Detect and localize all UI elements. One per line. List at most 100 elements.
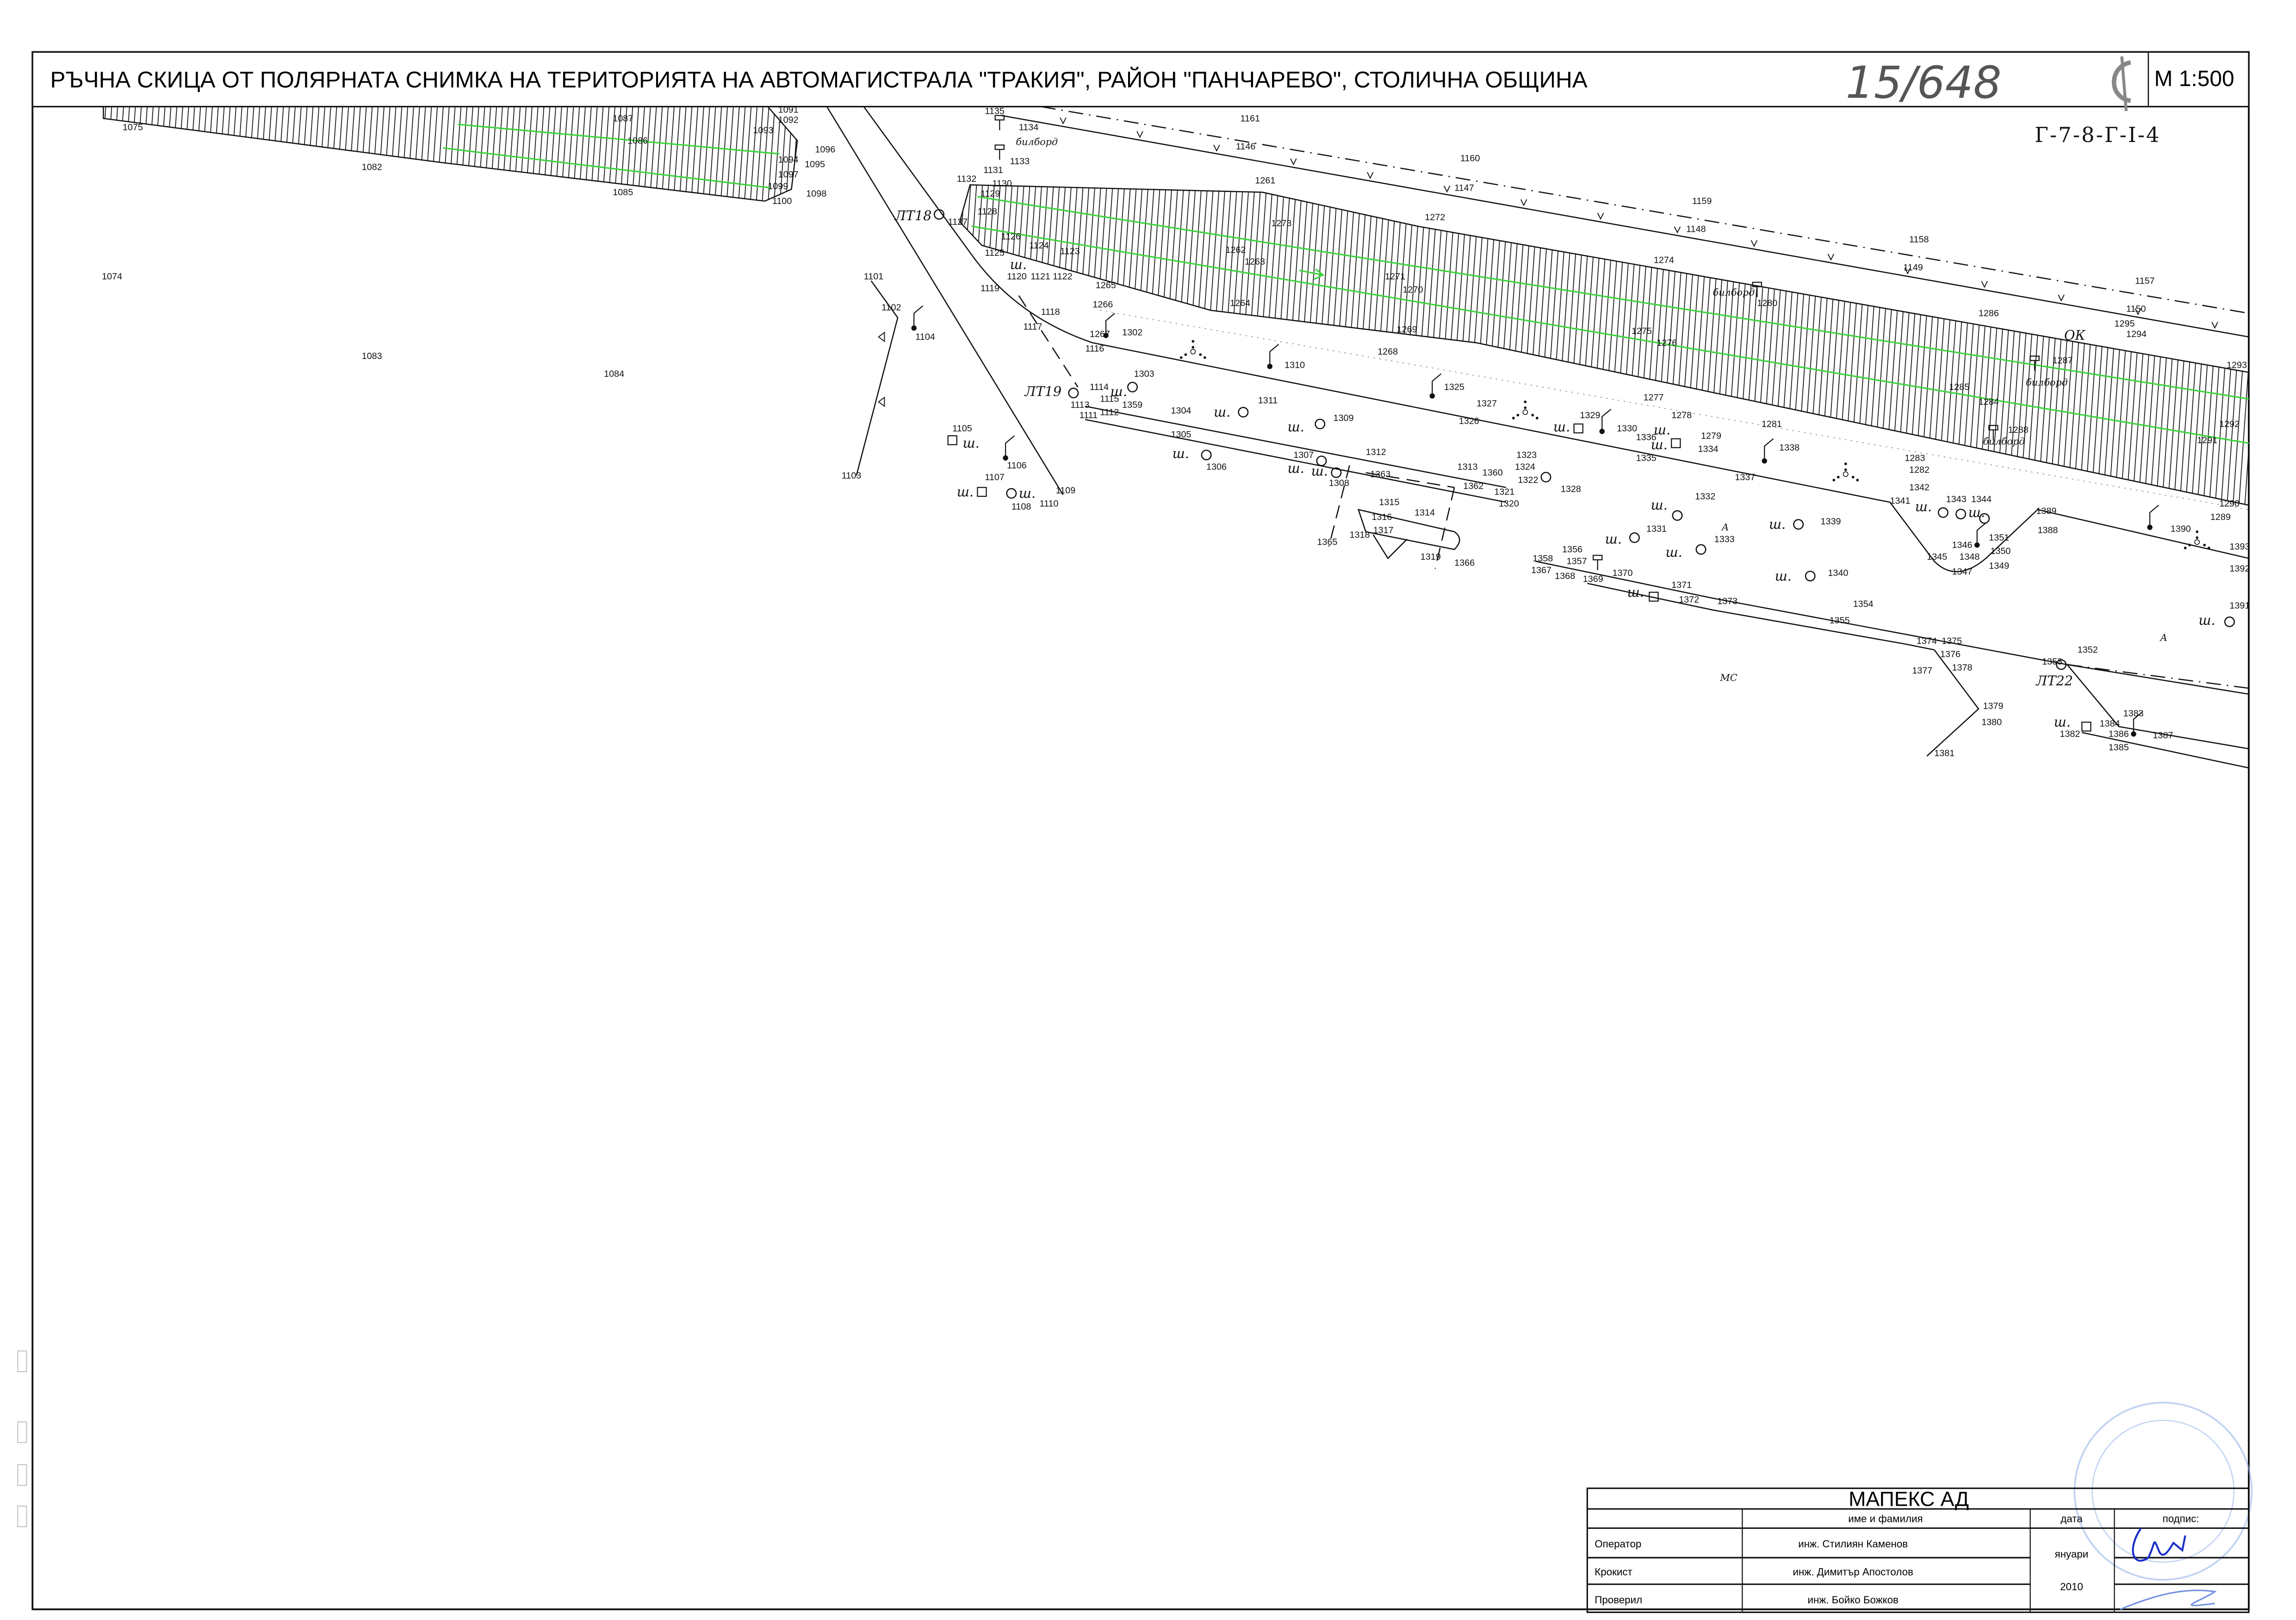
square-manhole-icon	[2081, 722, 2091, 732]
point-number-label: 1311	[1258, 396, 1278, 406]
point-number-label: 1074	[102, 272, 122, 282]
point-number-label: 1263	[1245, 257, 1265, 267]
point-number-label: 1340	[1828, 568, 1848, 578]
point-number-label: 1285	[1949, 382, 1969, 392]
point-number-label: 1324	[1515, 462, 1535, 472]
point-number-label: 1303	[1134, 369, 1154, 379]
point-number-label: 1360	[1483, 468, 1503, 478]
manhole-abbr-label: ш.	[1605, 531, 1622, 547]
column-header-name: име и фамилия	[1848, 1513, 1923, 1525]
manhole-circle-icon	[1955, 508, 1967, 519]
point-number-label: 1286	[1979, 309, 1999, 319]
manhole-abbr-label: ш.	[2198, 612, 2215, 628]
point-number-label: 1287	[2052, 356, 2073, 366]
point-number-label: 1354	[1853, 599, 1874, 609]
manhole-circle-icon	[1805, 570, 1816, 581]
manhole-circle-icon	[1127, 382, 1138, 393]
point-number-label: 1283	[1905, 453, 1925, 463]
point-number-label: 1371	[1671, 580, 1692, 590]
point-number-label: 1111	[1080, 410, 1098, 420]
point-number-label: 1312	[1366, 447, 1386, 458]
point-number-label: 1277	[1644, 392, 1664, 402]
point-number-label: 1134	[1019, 123, 1039, 133]
billboard-sign-icon	[1592, 555, 1603, 570]
square-manhole-icon	[1671, 438, 1681, 448]
point-number-label: 1103	[842, 471, 862, 481]
point-number-label: 1318	[1350, 530, 1370, 540]
point-number-label: 1316	[1371, 512, 1392, 522]
manhole-circle-icon	[1695, 544, 1706, 555]
point-number-label: 1313	[1458, 462, 1478, 472]
point-number-label: 1378	[1952, 662, 1972, 673]
point-number-label: 1091	[778, 105, 799, 115]
point-number-label: 1374	[1917, 636, 1937, 646]
point-number-label: 1310	[1285, 360, 1305, 370]
point-number-label: 1379	[1983, 701, 2004, 711]
point-number-label: 1099	[768, 181, 788, 192]
manhole-abbr-label: ш.	[1651, 497, 1668, 513]
billboard-sign-icon	[2029, 355, 2040, 371]
point-number-label: 1335	[1636, 453, 1657, 463]
checker-signature	[2120, 1589, 2217, 1610]
triangle-marker-icon	[878, 331, 885, 342]
point-number-label: 1131	[983, 165, 1003, 175]
point-number-label: 1368	[1555, 571, 1575, 581]
point-number-label: 1291	[2197, 435, 2217, 445]
point-number-label: 1261	[1255, 175, 1275, 185]
point-number-label: 1359	[1122, 400, 1142, 410]
manhole-abbr-label: ш.	[957, 484, 974, 500]
point-number-label: 1114	[1090, 382, 1109, 392]
point-number-label: 1273	[1271, 218, 1291, 229]
title-bar: РЪЧНА СКИЦА ОТ ПОЛЯРНАТА СНИМКА НА ТЕРИТ…	[31, 51, 2250, 111]
manhole-abbr-label: ш.	[2054, 714, 2071, 730]
point-number-label: 1290	[2219, 499, 2240, 509]
vegetation-marks	[1060, 117, 2218, 329]
point-number-label: 1367	[1531, 565, 1551, 575]
point-number-label: 1100	[772, 196, 792, 206]
highway-embankment-band	[959, 184, 2250, 506]
point-number-label: 1336	[1636, 433, 1657, 443]
lamp-post-icon	[1599, 428, 1605, 434]
point-number-label: 1265	[1096, 280, 1116, 291]
point-number-label: 1129	[980, 189, 1000, 199]
lane-axis-line	[977, 196, 2249, 400]
point-number-label: 1126	[1001, 232, 1021, 242]
point-number-label: 1346	[1952, 540, 1972, 550]
square-manhole-icon	[1573, 423, 1583, 433]
feature-label: ЛТ19	[1024, 383, 1062, 399]
point-number-label: 1338	[1779, 443, 1800, 453]
point-number-label: 1282	[1909, 465, 1930, 475]
point-number-label: 1267	[1090, 329, 1110, 339]
point-number-label: 1159	[1692, 196, 1712, 206]
point-number-label: 1381	[1934, 748, 1955, 759]
point-number-label: 1092	[778, 115, 799, 125]
point-number-label: 1122	[1053, 272, 1073, 282]
manhole-circle-icon	[1331, 467, 1342, 478]
point-number-label: 1280	[1757, 298, 1777, 308]
point-number-label: 1392	[2229, 564, 2250, 574]
company-name: МАПЕКС АД	[1849, 1488, 1969, 1511]
point-number-label: 1085	[613, 187, 633, 198]
manhole-abbr-label: ш.	[1311, 463, 1328, 479]
point-number-label: 1321	[1494, 487, 1514, 497]
point-number-label: 1161	[1240, 113, 1260, 124]
point-number-label: 1269	[1397, 325, 1417, 335]
point-number-label: 1098	[806, 189, 826, 199]
point-number-label: 1087	[613, 113, 633, 124]
point-labels: 1075108710861082108510911092109310961094…	[102, 105, 2250, 758]
point-number-label: 1289	[2210, 512, 2231, 522]
point-number-label: 1357	[1567, 556, 1587, 567]
point-number-label: 1288	[2008, 425, 2029, 435]
point-number-label: 1160	[1460, 154, 1480, 164]
name-checker: инж. Бойко Божков	[1808, 1594, 1899, 1606]
point-number-label: 1105	[952, 424, 972, 434]
point-number-label: 1380	[1981, 717, 2002, 728]
manhole-abbr-label: ш.	[1775, 568, 1792, 584]
manhole-circle-icon	[1238, 407, 1249, 418]
point-number-label: 1128	[977, 206, 997, 216]
point-number-label: 1281	[1762, 419, 1782, 429]
point-number-label: 1387	[2153, 730, 2173, 741]
tree-group-icon	[1832, 462, 1859, 482]
billboard-label: билборд	[2026, 377, 2068, 388]
square-manhole-icon	[1649, 592, 1659, 602]
